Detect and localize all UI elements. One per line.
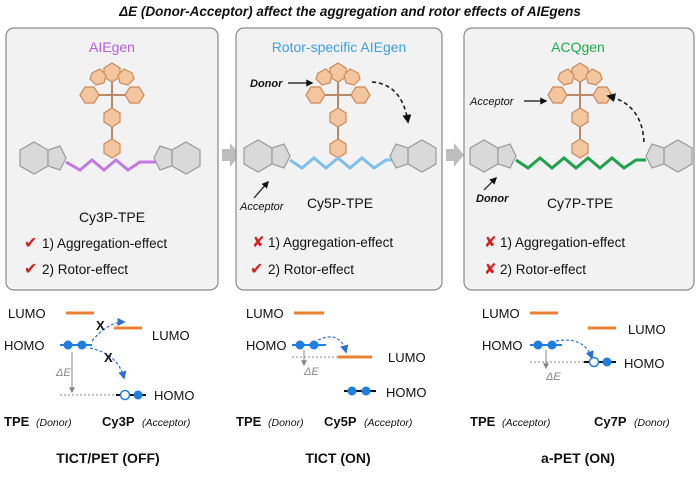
lumo-label: LUMO (482, 306, 520, 321)
polymethine-chain (515, 156, 646, 170)
blocked-mark: X (96, 318, 105, 333)
transfer-arrow (555, 339, 594, 360)
electron (602, 357, 612, 367)
effect-label: 2) Rotor-effect (42, 262, 128, 277)
indole-left (19, 141, 67, 175)
acceptor-name: TPE (470, 414, 496, 429)
homo-label: HOMO (246, 338, 286, 353)
homo-label: HOMO (482, 338, 522, 353)
hole (119, 389, 131, 401)
donor-pointer (483, 176, 498, 191)
indole-right (389, 139, 437, 173)
rotation-arrow (371, 81, 412, 124)
effect-label: 2) Rotor-effect (500, 262, 586, 277)
acceptor-name: Cy5P (324, 414, 357, 429)
cross-mark: ✘ (484, 234, 497, 251)
hole (588, 356, 600, 368)
check-mark: ✔ (24, 235, 37, 252)
panel-acqgen: ACQgen Acceptor Donor Cy7P-TPE ✘ 1) Aggr… (463, 27, 695, 291)
polymethine-chain (289, 156, 396, 170)
compound-name: Cy3P-TPE (79, 209, 145, 225)
cross-mark: ✘ (484, 261, 497, 278)
panel-frame (463, 27, 695, 291)
panel-rotor-specific: Rotor-specific AIEgen Donor Acceptor Cy5… (235, 27, 443, 291)
acceptor-role: (Acceptor) (364, 417, 412, 429)
donor-label: Donor (250, 78, 283, 90)
polymethine-chain (65, 158, 156, 172)
electron (361, 386, 371, 396)
figure-title: ΔE (Donor-Acceptor) affect the aggregati… (118, 4, 581, 19)
panel-frame (5, 27, 219, 291)
acceptor-label: Acceptor (469, 96, 515, 108)
energy-diagram-2: LUMO HOMO LUMO ΔE HOMO TPE (Donor) Cy5P … (236, 306, 426, 466)
blocked-mark: X (104, 350, 113, 365)
panel-aiegen: AIEgen Cy3P-TPE ✔ 1) Aggregation-effect … (5, 27, 219, 291)
homo-label: HOMO (4, 338, 44, 353)
indole-right (645, 139, 693, 173)
effect-label: 1) Aggregation-effect (268, 235, 393, 250)
delta-e-label: ΔE (545, 371, 561, 383)
mechanism-label: TICT/PET (OFF) (56, 450, 159, 466)
donor-role: (Donor) (36, 417, 72, 429)
indole-left (469, 139, 517, 173)
electron (133, 390, 143, 400)
lumo-label: LUMO (388, 350, 426, 365)
mechanism-label: TICT (ON) (305, 450, 370, 466)
electron (63, 340, 73, 350)
indole-left (243, 139, 291, 173)
electron (309, 340, 319, 350)
donor-label: Donor (476, 193, 509, 205)
acceptor-pointer (253, 180, 269, 199)
effect-label: 2) Rotor-effect (268, 262, 354, 277)
cross-mark: ✘ (252, 234, 265, 251)
panel-header: ACQgen (551, 39, 605, 55)
lumo-label: LUMO (246, 306, 284, 321)
indole-right (153, 141, 201, 175)
donor-role: (Donor) (634, 417, 670, 429)
acceptor-role: (Acceptor) (142, 417, 190, 429)
acceptor-name: Cy3P (102, 414, 135, 429)
electron (533, 340, 543, 350)
compound-name: Cy7P-TPE (547, 195, 613, 211)
energy-diagram-1: LUMO HOMO LUMO X X ΔE HOMO TPE (Donor) C… (4, 306, 194, 466)
acceptor-role: (Acceptor) (502, 417, 550, 429)
homo-label: HOMO (386, 385, 426, 400)
donor-name: Cy7P (594, 414, 627, 429)
homo-label: HOMO (154, 388, 194, 403)
electron (77, 340, 87, 350)
transfer-arrow (91, 317, 126, 342)
lumo-label: LUMO (8, 306, 46, 321)
check-mark: ✔ (250, 261, 263, 278)
lumo-label: LUMO (152, 328, 190, 343)
delta-e-label: ΔE (303, 366, 319, 378)
panel-arrow (446, 143, 464, 167)
panel-arrow (222, 143, 240, 167)
homo-label: HOMO (624, 356, 664, 371)
energy-diagram-3: LUMO HOMO LUMO ΔE HOMO TPE (Acceptor) Cy… (470, 306, 670, 466)
electron (547, 340, 557, 350)
check-mark: ✔ (24, 261, 37, 278)
transfer-arrow (317, 336, 349, 354)
compound-name: Cy5P-TPE (307, 195, 373, 211)
lumo-label: LUMO (628, 322, 666, 337)
donor-role: (Donor) (268, 417, 304, 429)
donor-name: TPE (4, 414, 30, 429)
delta-e-label: ΔE (55, 367, 71, 379)
panel-header: Rotor-specific AIEgen (272, 39, 407, 55)
donor-name: TPE (236, 414, 262, 429)
effect-label: 1) Aggregation-effect (500, 235, 625, 250)
effect-label: 1) Aggregation-effect (42, 236, 167, 251)
mechanism-label: a-PET (ON) (541, 450, 615, 466)
electron (347, 386, 357, 396)
transfer-arrow (89, 347, 127, 380)
panel-header: AIEgen (89, 39, 135, 55)
electron (295, 340, 305, 350)
acceptor-label: Acceptor (239, 201, 285, 213)
rotation-arrow (606, 93, 645, 143)
